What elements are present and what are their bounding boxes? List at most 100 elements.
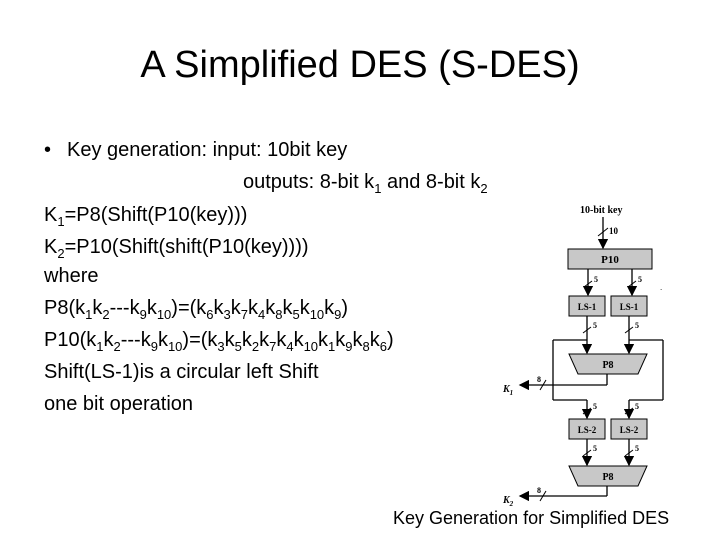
subscript: 4 xyxy=(286,339,294,354)
formula-text: k xyxy=(324,297,335,319)
bus-width-label: 5 xyxy=(593,402,597,411)
subscript: 3 xyxy=(217,339,225,354)
formula-text: k xyxy=(224,329,235,351)
p8-top-label: P8 xyxy=(602,360,613,371)
p8-permutation: P8(k1k2---k9k10)=(k6k3k7k4k8k5k10k9) xyxy=(44,296,349,322)
formula-text: k xyxy=(335,329,346,351)
formula-text: ---k xyxy=(109,297,140,319)
bus-width-label: 5 xyxy=(594,275,598,284)
formula-text: k xyxy=(276,329,287,351)
subscript: 1 xyxy=(96,339,104,354)
bus-width-label: 5 xyxy=(635,321,639,330)
key-generation-text: Key generation: input: 10bit key xyxy=(67,139,348,161)
subscript: 10 xyxy=(156,307,172,322)
subscript: 10 xyxy=(167,339,183,354)
shift-description: Shift(LS-1)is a circular left Shift xyxy=(44,361,319,383)
ls2-right-label: LS-2 xyxy=(620,425,639,435)
bullet-icon: • xyxy=(44,139,52,161)
bus-width-label: 5 xyxy=(593,321,597,330)
formula-text: k xyxy=(247,297,258,319)
formula-text: k xyxy=(265,297,276,319)
subscript: 9 xyxy=(345,339,353,354)
formula-text: )=(k xyxy=(171,297,207,319)
formula-text: P10(k xyxy=(44,329,97,351)
p8-top-box xyxy=(568,353,648,375)
formula-text: =P10(Shift(shift(P10(key)))) xyxy=(64,236,309,258)
subscript: 9 xyxy=(150,339,158,354)
p10-box xyxy=(567,248,653,270)
formula-text: k xyxy=(241,329,252,351)
subscript: 3 xyxy=(223,307,231,322)
formula-text: =P8(Shift(P10(key))) xyxy=(64,204,248,226)
subscript: 2 xyxy=(57,246,65,261)
subscript: 9 xyxy=(334,307,342,322)
input-label: 10-bit key xyxy=(580,205,623,216)
bus-width-label: 10 xyxy=(609,226,619,236)
ls1-left-label: LS-1 xyxy=(578,302,597,312)
subscript: 2 xyxy=(251,339,260,354)
k2-label: K2 xyxy=(502,495,514,508)
formula-text: k xyxy=(230,297,241,319)
subscript: 10 xyxy=(309,307,325,322)
formula-text: k xyxy=(369,329,380,351)
bus-tick xyxy=(597,227,609,237)
formula-text: K xyxy=(44,236,58,258)
formula-text: k xyxy=(282,297,293,319)
subscript: 1 xyxy=(328,339,336,354)
subscript: 1 xyxy=(57,214,65,229)
formula-text: k xyxy=(92,297,103,319)
subscript: 2 xyxy=(102,307,110,322)
subscript: 5 xyxy=(234,339,242,354)
figure-caption: Key Generation for Simplified DES xyxy=(393,508,670,528)
formula-text: k xyxy=(318,329,329,351)
p8-bottom-label: P8 xyxy=(602,472,613,483)
k1-formula: K1=P8(Shift(P10(key))) xyxy=(44,203,248,229)
slide-title: A Simplified DES (S-DES) xyxy=(140,44,580,86)
bus-width-label: 5 xyxy=(593,444,597,453)
ls2-left-label: LS-2 xyxy=(578,425,597,435)
subscript: 4 xyxy=(257,307,266,322)
subscript: 6 xyxy=(206,307,214,322)
formula-text: k xyxy=(293,329,304,351)
subscript: 7 xyxy=(240,307,248,322)
subscript: 8 xyxy=(275,307,283,322)
stray-dot: . xyxy=(660,283,662,292)
outputs-text-2: and 8-bit k xyxy=(381,171,481,193)
formula-text: ) xyxy=(341,297,349,319)
where-text: where xyxy=(44,265,99,287)
subscript: 1 xyxy=(374,181,382,196)
formula-text: k xyxy=(146,297,157,319)
shift-description-2: one bit operation xyxy=(44,393,194,415)
subscript: 7 xyxy=(269,339,277,354)
bus-width-label: 5 xyxy=(635,444,639,453)
ls1-right-label: LS-1 xyxy=(620,302,639,312)
formula-text: )=(k xyxy=(182,329,218,351)
outputs-text: outputs: 8-bit k xyxy=(243,171,375,193)
subscript: 10 xyxy=(303,339,319,354)
bus-width-label: 5 xyxy=(635,402,639,411)
p10-label: P10 xyxy=(601,254,619,266)
subscript: 2 xyxy=(113,339,121,354)
bullet-key-generation: • Key generation: input: 10bit key xyxy=(44,138,347,162)
bus-width-label: 5 xyxy=(638,275,642,284)
formula-text: P8(k xyxy=(44,297,86,319)
k2-formula: K2=P10(Shift(shift(P10(key)))) xyxy=(44,235,309,261)
k1-label: K1 xyxy=(502,384,513,397)
bus-width-label: 8 xyxy=(537,486,541,495)
subscript: 8 xyxy=(362,339,370,354)
formula-text: k xyxy=(352,329,363,351)
formula-text: k xyxy=(299,297,310,319)
formula-text: ) xyxy=(386,329,394,351)
subscript: 9 xyxy=(139,307,147,322)
outputs-line: outputs: 8-bit k1 and 8-bit k2 xyxy=(243,170,488,196)
subscript: 1 xyxy=(85,307,93,322)
p10-permutation: P10(k1k2---k9k10)=(k3k5k2k7k4k10k1k9k8k6… xyxy=(44,328,394,354)
subscript: 5 xyxy=(292,307,300,322)
formula-text: k xyxy=(157,329,168,351)
subscript: 2 xyxy=(480,181,488,196)
subscript: 6 xyxy=(379,339,387,354)
formula-text: k xyxy=(259,329,270,351)
formula-text: k xyxy=(103,329,114,351)
formula-text: k xyxy=(213,297,224,319)
